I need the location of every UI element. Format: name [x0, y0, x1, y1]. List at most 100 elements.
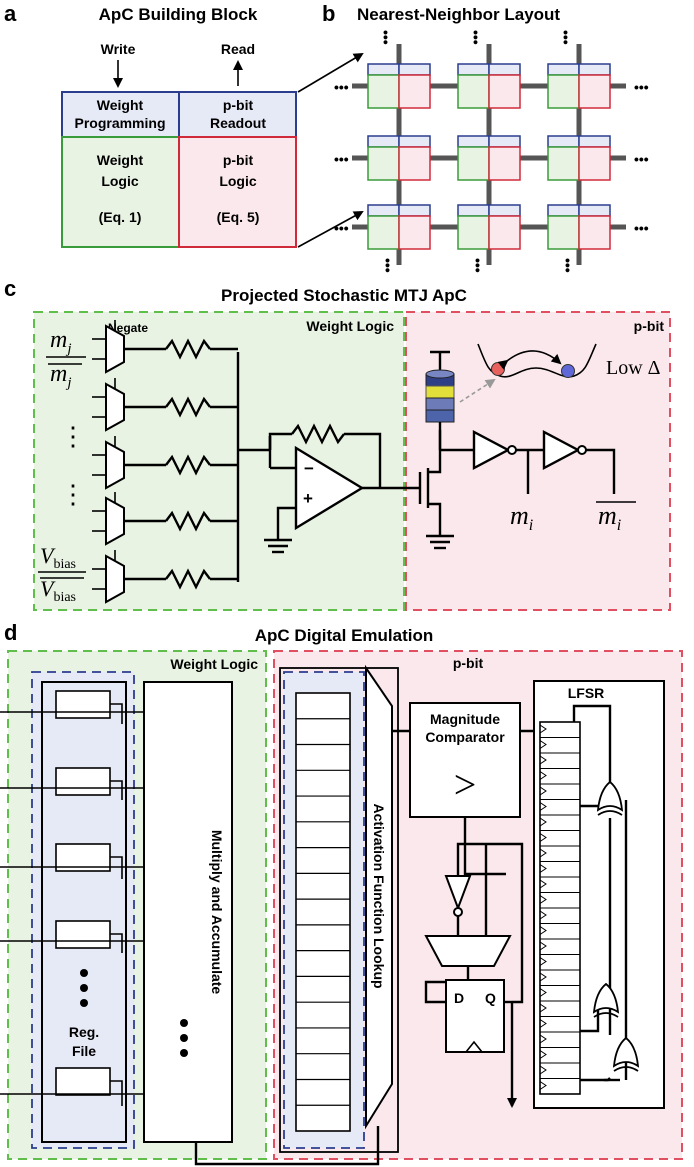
continuation-dots: ••• [334, 151, 349, 167]
weight-logic-eq: (Eq. 1) [99, 209, 142, 225]
ground-icon [426, 534, 454, 550]
negate-mux [105, 554, 125, 604]
opamp-plus: + [303, 489, 313, 508]
opamp-plus-input [276, 506, 296, 540]
mux-resistor-row [92, 378, 238, 432]
panel-d: d ApC Digital Emulation Weight Logic p-b… [0, 620, 683, 1166]
register [55, 690, 111, 719]
xor-gate-icon [596, 780, 624, 816]
inverter-1 [472, 430, 511, 470]
feedback-to-inverter [456, 842, 486, 876]
panel-c: c Projected Stochastic MTJ ApC Weight Lo… [4, 276, 671, 611]
pbit-readout-block [178, 91, 297, 138]
clock-icon [465, 1040, 483, 1053]
panel-b-title: Nearest-Neighbor Layout [357, 5, 560, 24]
continuation-dots: ••• [470, 258, 486, 273]
lfsr-clock-mark [539, 1081, 547, 1090]
reg-dot [80, 984, 88, 992]
pbit-logic-label: p-bit [223, 152, 254, 168]
switching-arrow [497, 350, 562, 370]
lfsr-clock-mark [539, 910, 547, 920]
register [55, 920, 111, 949]
apc-cell [547, 204, 611, 250]
continuation-dots: ••• [334, 220, 349, 236]
panel-b-letter: b [322, 1, 335, 26]
lfsr-clock-mark [539, 864, 547, 873]
lookup-mux [365, 664, 393, 1130]
apc-cell [547, 63, 611, 109]
lfsr-clock-mark [539, 972, 547, 982]
continuation-dots: ••• [468, 30, 484, 45]
dots-2: ⋮ [60, 480, 86, 509]
xor-gates [592, 780, 640, 1072]
lfsr-clock-mark [539, 786, 547, 796]
apc-cell [457, 204, 521, 250]
lfsr-clock-mark [539, 1019, 547, 1028]
resistor [165, 510, 211, 532]
comparator-label: Magnitude [430, 711, 500, 727]
mtj-device [425, 369, 455, 423]
panel-c-title: Projected Stochastic MTJ ApC [221, 286, 467, 305]
continuation-dots: ••• [634, 79, 649, 95]
lfsr-clock-mark [539, 879, 547, 889]
dots-1: ⋮ [60, 422, 86, 451]
mi-bar-tap [586, 448, 616, 494]
feedback-left [268, 432, 292, 450]
feedback-right [344, 432, 382, 488]
panel-d-title: ApC Digital Emulation [255, 626, 434, 645]
mac-label: Multiply and Accumulate [209, 830, 225, 995]
greater-than-icon: > [454, 762, 477, 807]
xor-gate-icon [612, 1036, 640, 1072]
reg-file-label-2: File [72, 1043, 96, 1059]
pbit-logic-label-2: Logic [219, 173, 257, 189]
lfsr-clock-mark [539, 724, 547, 734]
lfsr-clock-mark [539, 802, 547, 811]
lfsr-rows [539, 724, 580, 1090]
panel-a-title: ApC Building Block [99, 5, 258, 24]
continuation-dots: ••• [558, 30, 574, 45]
apc-cell [457, 135, 521, 181]
pbit-logic-block [178, 136, 297, 248]
apc-cell [367, 204, 431, 250]
mac-dot [180, 1049, 188, 1057]
mux-resistor-row [92, 492, 238, 546]
zoom-arrow-top [297, 52, 364, 93]
panel-a: a ApC Building Block Write Read Weight P… [4, 1, 364, 248]
mac-to-lookup-wire [194, 1126, 380, 1166]
transistor-source [428, 502, 442, 536]
state-red-icon [491, 362, 505, 376]
mux-resistor-row [92, 550, 238, 604]
continuation-dots: ••• [560, 258, 576, 273]
lookup-rows [296, 718, 350, 1106]
continuation-dots: ••• [380, 258, 396, 273]
lfsr-clock-mark [539, 1003, 547, 1013]
mux-to-flop [424, 966, 470, 1004]
lfsr-clock-mark [539, 895, 547, 904]
lfsr-clock-mark [539, 988, 547, 997]
zoom-arrow-bottom [297, 211, 364, 248]
continuation-dots: ••• [334, 79, 349, 95]
inverter-2 [542, 430, 581, 470]
comparator-to-mux [463, 817, 506, 876]
ground-icon [264, 538, 292, 554]
reg-file-label: Reg. [69, 1024, 99, 1040]
register [55, 767, 111, 796]
opamp-minus: − [304, 459, 314, 478]
weight-programming-label: Weight [97, 97, 144, 113]
apc-cell [547, 135, 611, 181]
pbit-readout-label-2: Readout [210, 115, 266, 131]
lfsr-label: LFSR [568, 685, 605, 701]
mac-dot [180, 1034, 188, 1042]
lfsr-clock-mark [539, 817, 547, 827]
reg-dot [80, 969, 88, 977]
continuation-dots: ••• [634, 220, 649, 236]
continuation-dots: ••• [378, 30, 394, 45]
register [55, 1067, 111, 1096]
inverter-2-bubble [577, 445, 587, 455]
lfsr-clock-mark [539, 941, 547, 951]
lfsr-clock-mark [539, 833, 547, 842]
read-label: Read [221, 41, 255, 57]
weight-logic-label-2: Logic [101, 173, 139, 189]
feedback-resistor [291, 423, 345, 445]
reg-dot [80, 999, 88, 1007]
